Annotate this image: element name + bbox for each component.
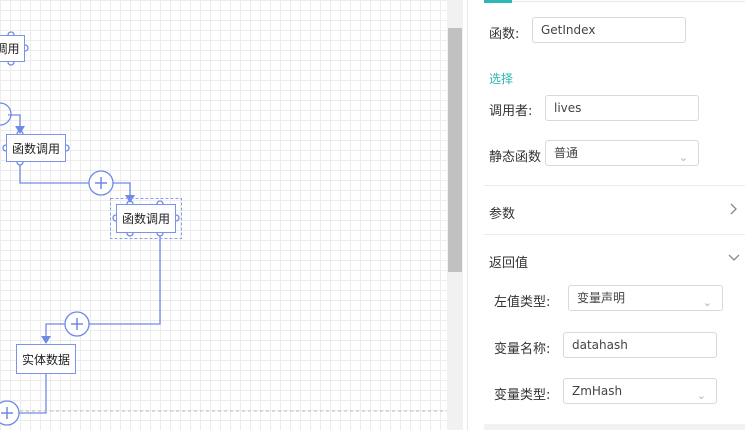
chevron-right-icon[interactable] xyxy=(728,202,738,219)
active-tab-indicator xyxy=(484,0,512,3)
node-label: 函数调用 xyxy=(121,212,170,226)
panel-bottom-bar xyxy=(484,424,745,430)
section-divider xyxy=(484,185,745,186)
flow-canvas[interactable]: 调用 函数调用 函数调用 实体数据 xyxy=(0,0,447,430)
chevron-down-icon[interactable] xyxy=(727,252,741,267)
return-section-title[interactable]: 返回值 xyxy=(489,256,529,271)
node-label: 调用 xyxy=(0,42,20,56)
chevron-down-icon: ⌄ xyxy=(696,389,706,402)
var-type-select[interactable]: ZmHash ⌄ xyxy=(563,378,717,404)
function-name-input[interactable]: GetIndex xyxy=(532,17,686,43)
select-value: 变量声明 xyxy=(577,291,626,305)
panel-divider xyxy=(467,0,468,430)
caller-label: 调用者: xyxy=(489,104,533,119)
tab-bar-line xyxy=(512,1,745,2)
node-label: 实体数据 xyxy=(21,352,70,367)
var-name-label: 变量名称: xyxy=(494,342,551,357)
params-section-title[interactable]: 参数 xyxy=(489,207,516,222)
var-type-label: 变量类型: xyxy=(494,388,551,403)
lhs-type-select[interactable]: 变量声明 ⌄ xyxy=(568,285,723,311)
lhs-type-label: 左值类型: xyxy=(494,295,551,310)
caller-input[interactable]: lives xyxy=(545,95,699,121)
partial-add-circle xyxy=(0,102,12,126)
select-heading: 选择 xyxy=(489,72,514,86)
flow-node-partial-call[interactable]: 调用 xyxy=(0,35,25,62)
static-function-select[interactable]: 普通 ⌄ xyxy=(545,140,699,166)
flow-node-function-call-selected[interactable]: 函数调用 xyxy=(116,204,176,233)
properties-panel xyxy=(468,0,745,430)
flow-node-entity-data[interactable]: 实体数据 xyxy=(16,344,76,374)
select-value: ZmHash xyxy=(572,384,623,398)
plus-circle-icon[interactable] xyxy=(88,170,114,196)
function-label: 函数: xyxy=(489,27,520,42)
section-divider xyxy=(484,234,745,235)
plus-circle-icon[interactable] xyxy=(0,400,20,426)
chevron-down-icon: ⌄ xyxy=(702,296,712,309)
selection-box xyxy=(110,198,182,239)
chevron-down-icon: ⌄ xyxy=(678,151,688,164)
var-name-input[interactable]: datahash xyxy=(563,332,717,358)
plus-circle-icon[interactable] xyxy=(64,311,90,337)
flow-node-function-call[interactable]: 函数调用 xyxy=(6,134,66,162)
canvas-scrollbar-thumb[interactable] xyxy=(448,28,462,272)
select-value: 普通 xyxy=(554,146,579,160)
node-label: 函数调用 xyxy=(11,141,60,156)
static-function-label: 静态函数 xyxy=(489,150,542,165)
